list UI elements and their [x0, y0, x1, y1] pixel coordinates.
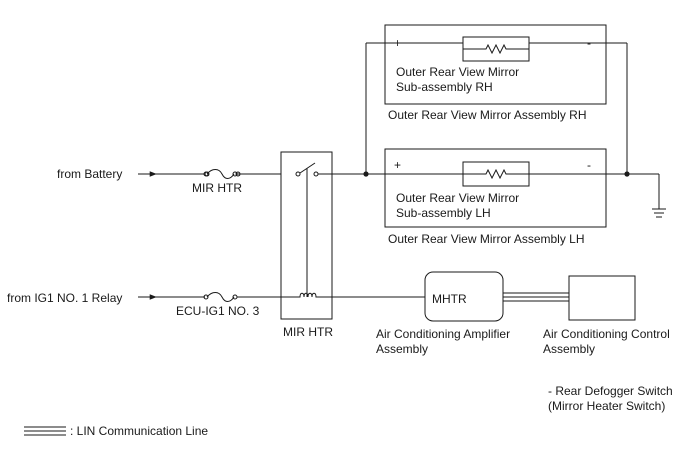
switch-note-line2: (Mirror Heater Switch) [548, 399, 665, 413]
mirror-lh-plus: + [394, 158, 401, 172]
amplifier-label-line1: Air Conditioning Amplifier [376, 327, 510, 341]
mir-htr-fuse-symbol [204, 169, 241, 179]
relay-label: MIR HTR [283, 325, 333, 339]
mirror-rh-sub-line1: Outer Rear View Mirror [396, 65, 519, 79]
mirror-rh-sub-line2: Sub-assembly RH [396, 80, 493, 94]
amplifier-label-line2: Assembly [376, 342, 428, 356]
legend-lin-symbol [24, 426, 66, 436]
control-label-line1: Air Conditioning Control [543, 327, 670, 341]
junction-dot-right [624, 171, 630, 177]
ground-icon [652, 208, 666, 218]
relay-coil-icon [296, 292, 320, 298]
mirror-rh-resistor-icon [463, 43, 529, 55]
ecu-ig1-fuse-label: ECU-IG1 NO. 3 [176, 304, 260, 318]
mirror-lh-minus: - [587, 158, 591, 172]
source-battery-label: from Battery [57, 167, 122, 181]
legend-lin-label: : LIN Communication Line [70, 424, 208, 438]
ecu-ig1-fuse-symbol [206, 292, 235, 302]
mir-htr-fuse-label: MIR HTR [192, 181, 242, 195]
switch-note-line1: - Rear Defogger Switch [548, 384, 673, 398]
lin-communication-line [503, 292, 569, 302]
mirror-lh-sub-line1: Outer Rear View Mirror [396, 191, 519, 205]
mirror-rh-assembly-label: Outer Rear View Mirror Assembly RH [388, 108, 587, 122]
mirror-lh-assembly-label: Outer Rear View Mirror Assembly LH [388, 232, 585, 246]
control-label-line2: Assembly [543, 342, 595, 356]
mirror-lh-sub-line2: Sub-assembly LH [396, 206, 491, 220]
control-assembly-box [568, 275, 636, 321]
source-ig1-label: from IG1 NO. 1 Relay [7, 291, 122, 305]
amplifier-box-label: MHTR [432, 292, 467, 306]
mirror-lh-resistor-icon [463, 168, 529, 180]
